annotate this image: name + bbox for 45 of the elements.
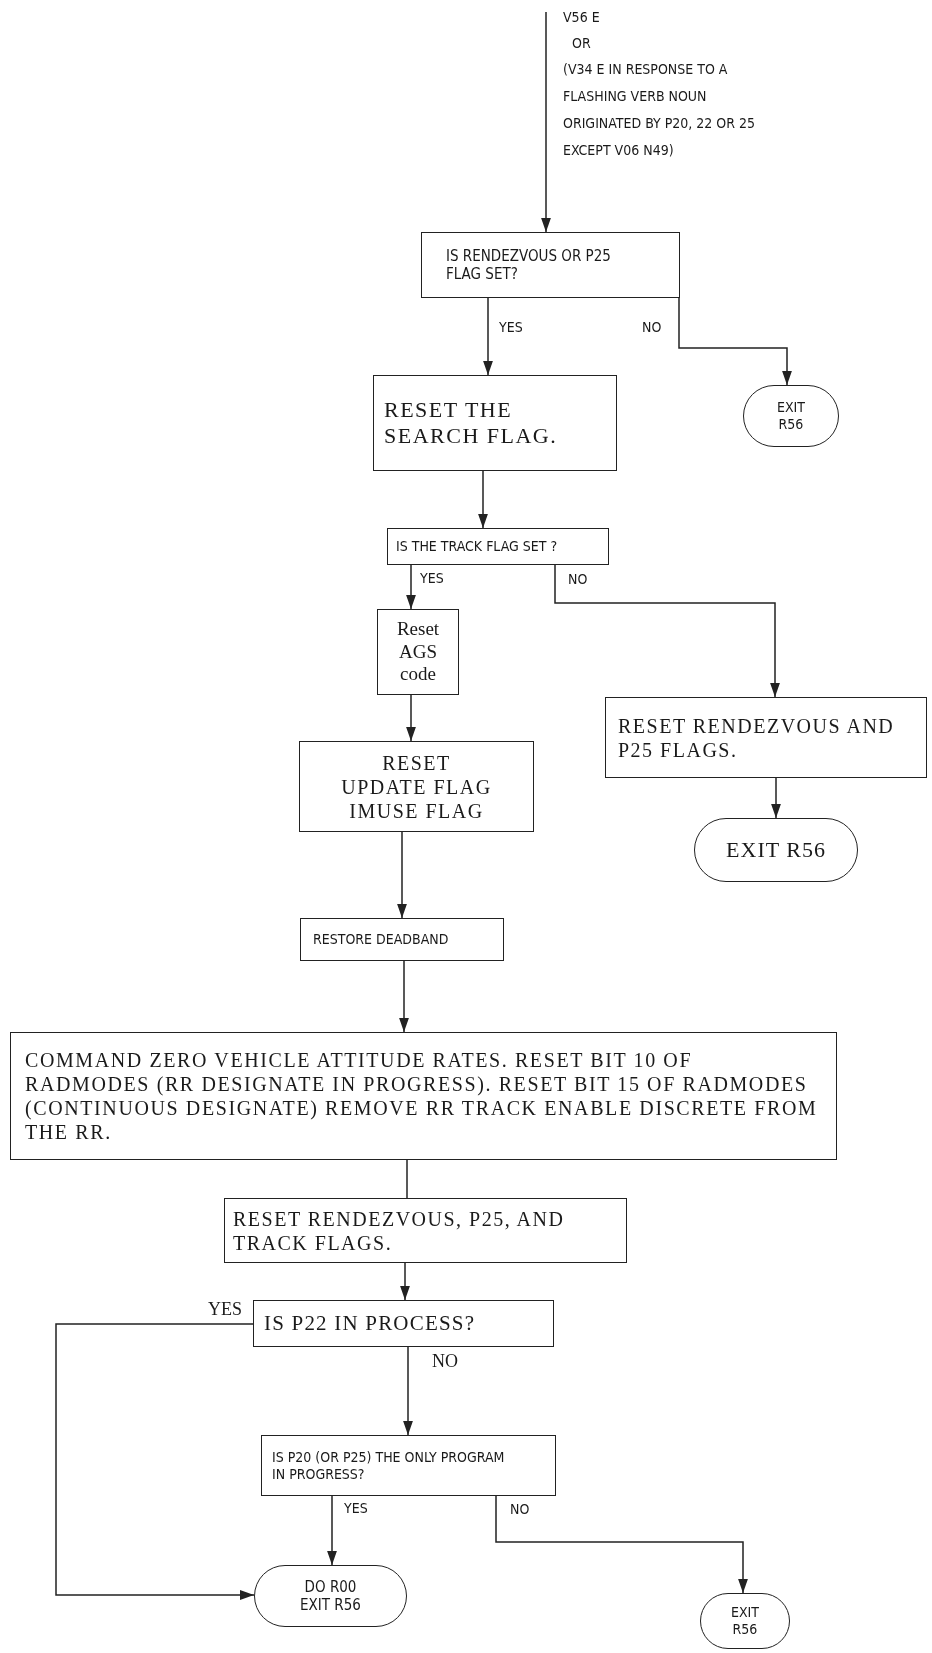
decision-box — [421, 232, 680, 298]
process-box — [224, 1198, 627, 1263]
box-text: IS P20 (OR P25) THE ONLY PROGRAM IN PROGRESS? — [272, 1448, 505, 1483]
box-text: RESET RENDEZVOUS, P25, AND TRACK FLAGS. — [233, 1206, 566, 1255]
box-text: IS THE TRACK FLAG SET ? — [396, 538, 558, 555]
box-text: RESET UPDATE FLAG IMUSE FLAG — [340, 750, 493, 823]
box-text: Reset AGS code — [395, 617, 441, 687]
arrow — [483, 297, 493, 376]
process-box — [373, 375, 617, 471]
decision-box — [261, 1435, 556, 1496]
process-box — [299, 741, 534, 832]
terminal — [700, 1593, 790, 1649]
arrow — [406, 694, 416, 742]
arrow — [55, 1323, 255, 1600]
box-text: IS RENDEZVOUS OR P25 FLAG SET? — [446, 247, 612, 283]
note-text: OR — [572, 34, 592, 53]
box-text: DO R00 EXIT R56 — [299, 1578, 362, 1614]
arrow — [403, 1346, 413, 1436]
process-box — [10, 1032, 837, 1160]
decision-box — [253, 1300, 554, 1347]
box-text: EXIT R56 — [776, 399, 806, 433]
arrow — [678, 297, 792, 386]
note-text: (V34 E IN RESPONSE TO A FLASHING VERB NOUN ORIGINATED BY P20, 22 OR 25 EXCEPT V06 N49) — [563, 60, 757, 160]
process-box — [377, 609, 459, 695]
box-text: RESTORE DEADBAND — [313, 931, 449, 948]
arrow — [400, 1262, 410, 1301]
process-box — [300, 918, 504, 961]
process-box — [605, 697, 927, 778]
note-text: V56 E — [563, 8, 601, 27]
arrow — [397, 831, 407, 919]
box-text: RESET RENDEZVOUS AND P25 FLAGS. — [618, 713, 896, 762]
box-text: RESET THE SEARCH FLAG. — [384, 396, 559, 450]
decision-box — [387, 528, 609, 565]
box-text: IS P22 IN PROCESS? — [264, 1310, 476, 1337]
arrow — [771, 777, 781, 819]
arrow — [478, 470, 488, 529]
arrow — [495, 1495, 748, 1594]
arrow — [406, 564, 416, 610]
arrow — [541, 11, 551, 233]
arrow — [399, 960, 409, 1033]
box-text: COMMAND ZERO VEHICLE ATTITUDE RATES. RESET BIT 10 OF RADMODES (RR DESIGNATE IN PROGRESS). RESET BIT 15 OF RADMODES (CONTINUOUS DESIGNATE) REMOVE RR TRACK ENABLE DISCRETE FROM THE RR. — [25, 1048, 819, 1144]
arrow — [554, 564, 780, 698]
box-text: EXIT R56 — [726, 836, 826, 864]
box-text: EXIT R56 — [730, 1604, 760, 1638]
arrow — [327, 1495, 337, 1566]
